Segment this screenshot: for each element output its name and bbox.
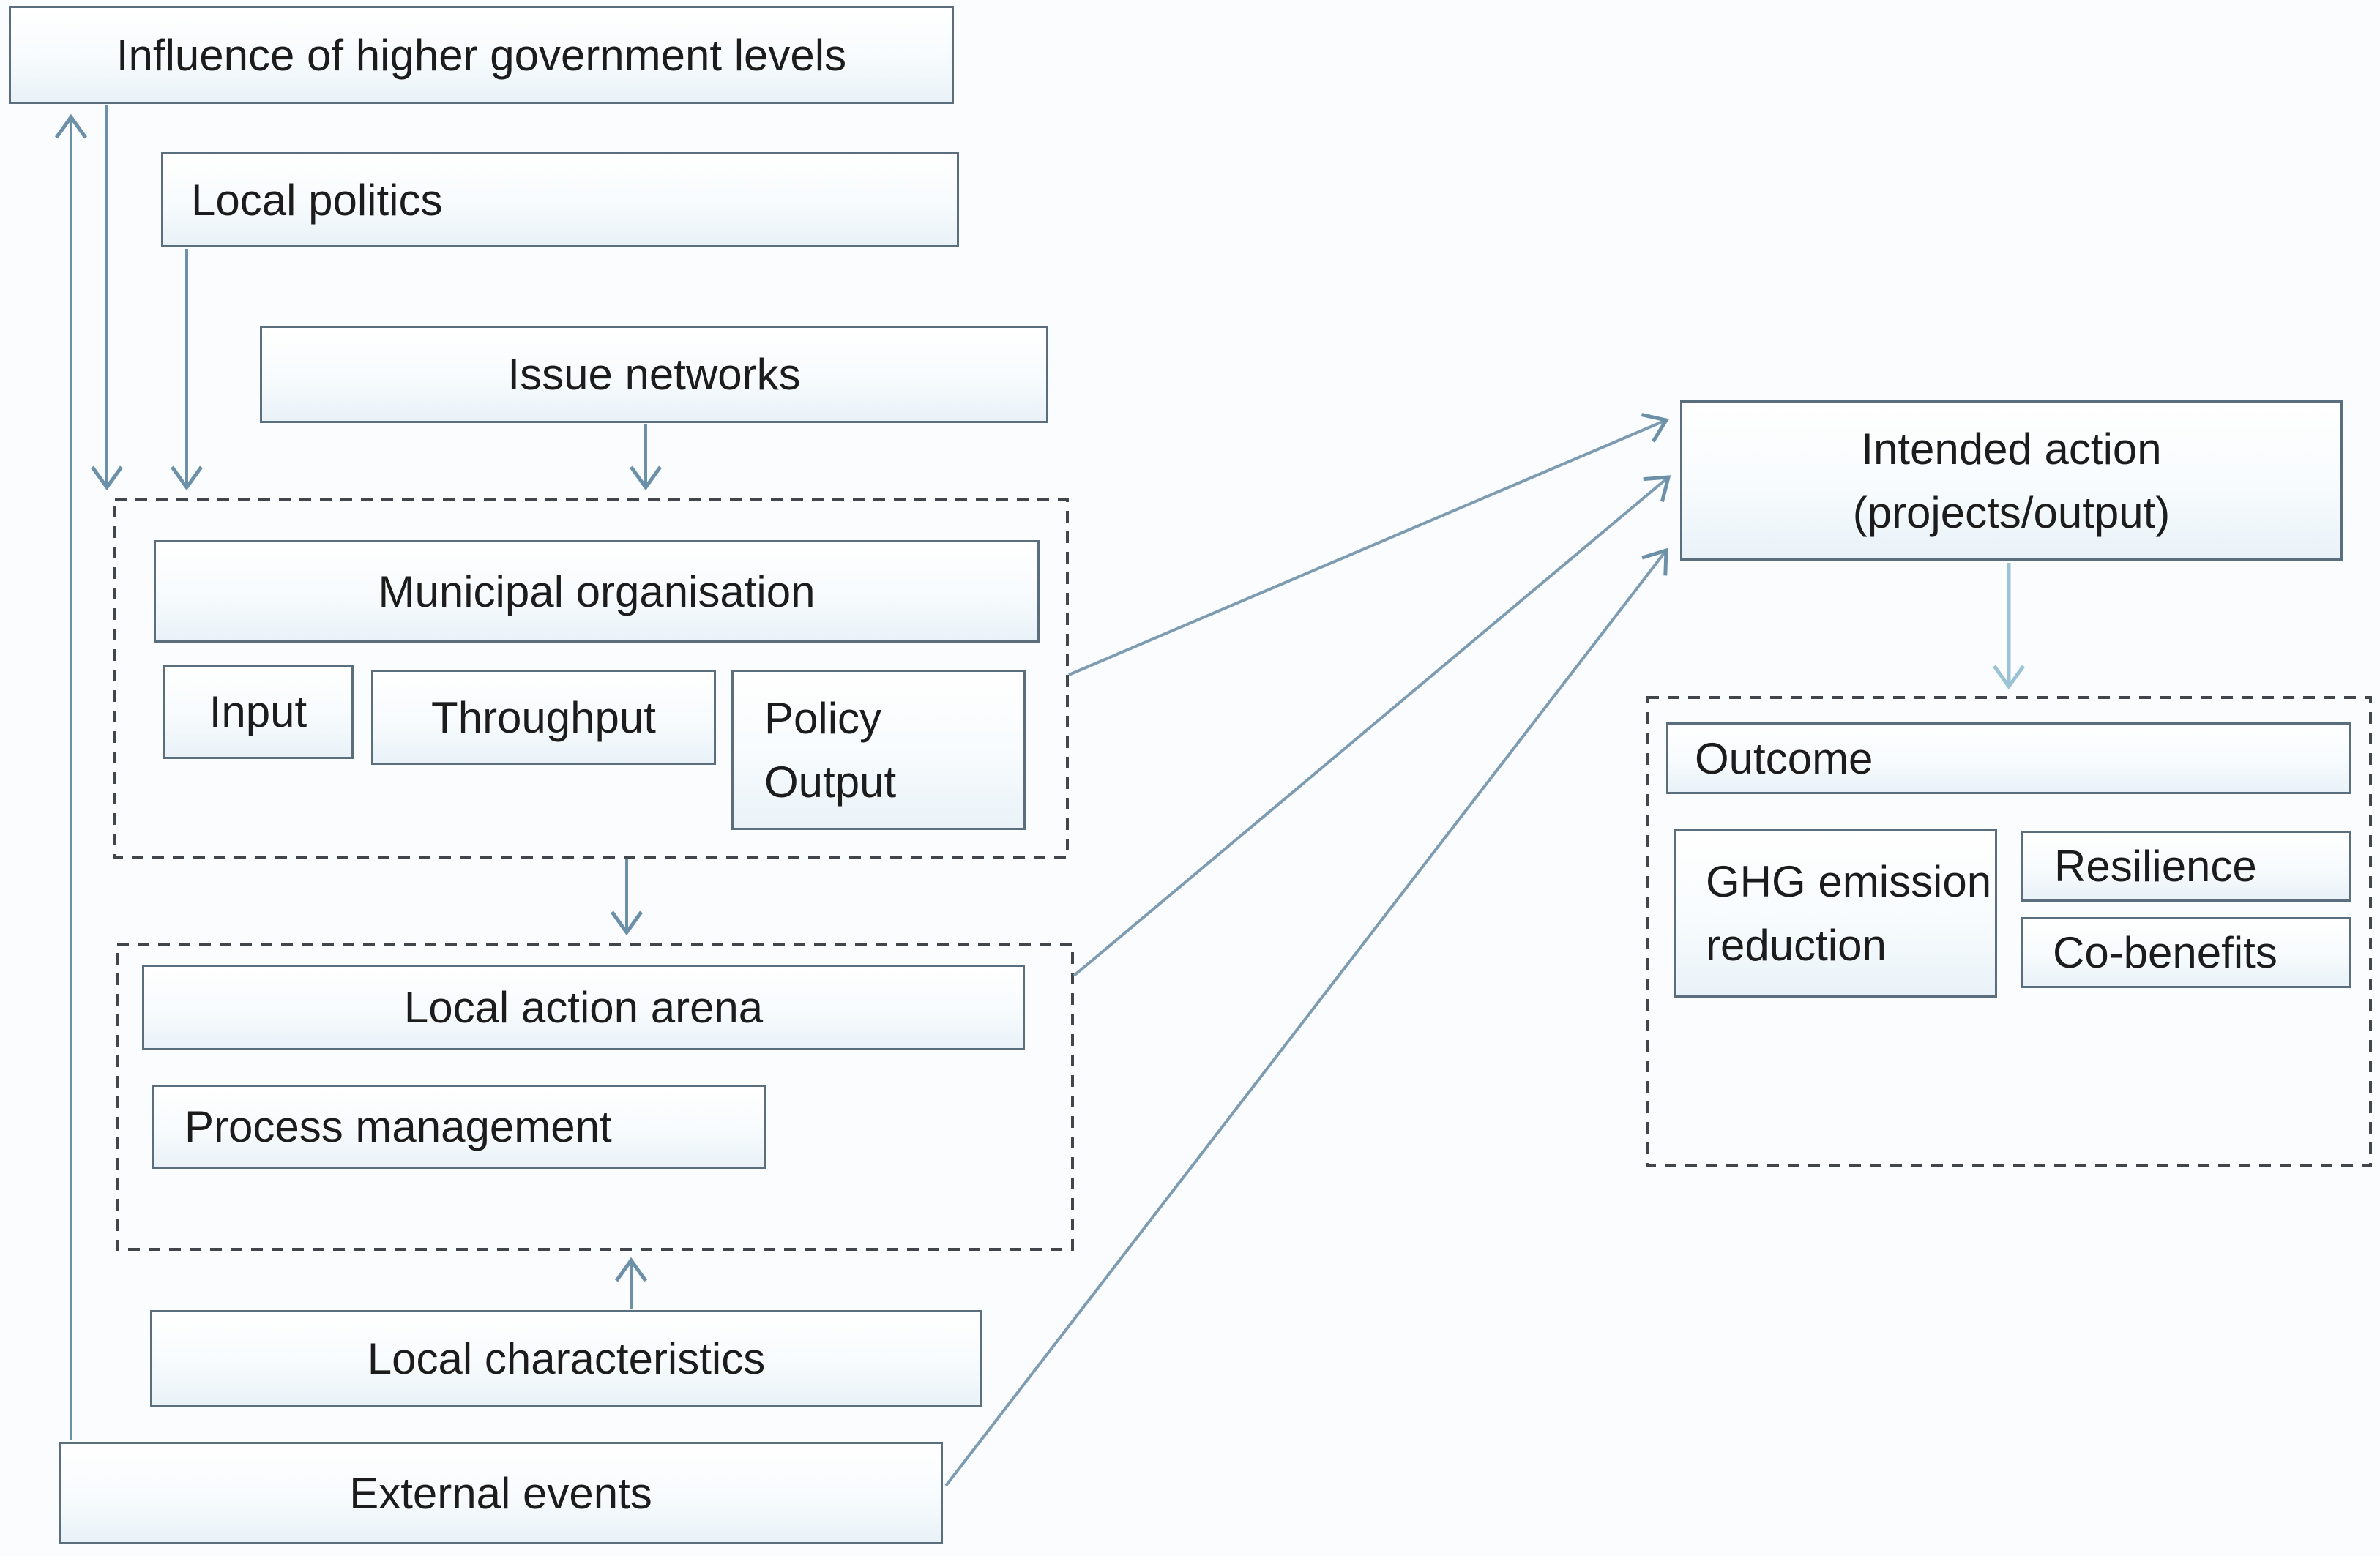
box-ghg-emission-reduction: GHG emission reduction bbox=[1674, 829, 1997, 998]
box-label: Throughput bbox=[431, 692, 656, 742]
arrow-local-action-group-to-intended-action bbox=[1073, 475, 1671, 977]
box-input: Input bbox=[163, 665, 354, 759]
arrow-municipal-group-to-intended-action bbox=[1068, 413, 1669, 676]
box-external-events: External events bbox=[59, 1442, 943, 1544]
box-co-benefits: Co-benefits bbox=[2021, 917, 2351, 988]
box-label: Input bbox=[209, 687, 307, 736]
box-process-management: Process management bbox=[152, 1085, 766, 1169]
box-outcome: Outcome bbox=[1666, 722, 2351, 794]
box-local-politics: Local politics bbox=[161, 152, 959, 247]
box-label: Process management bbox=[184, 1102, 612, 1151]
box-label: Local characteristics bbox=[367, 1334, 766, 1383]
box-label: External events bbox=[349, 1468, 652, 1518]
box-intended-action: Intended action (projects/output) bbox=[1680, 400, 2343, 561]
box-issue-networks: Issue networks bbox=[260, 326, 1048, 423]
intended-action-line2: (projects/output) bbox=[1852, 487, 2171, 537]
box-label: Municipal organisation bbox=[378, 566, 816, 616]
box-label: Local action arena bbox=[403, 983, 764, 1032]
box-label: GHG emission reduction bbox=[1706, 857, 1992, 970]
box-label: Local politics bbox=[191, 175, 443, 225]
box-label: Issue networks bbox=[507, 350, 801, 399]
box-influence-of-higher-government-levels: Influence of higher government levels bbox=[9, 6, 954, 104]
box-label: Policy Output bbox=[764, 693, 897, 807]
intended-action-line1: Intended action bbox=[1861, 424, 2162, 474]
box-label: Resilience bbox=[2054, 842, 2257, 891]
box-label: Intended action (projects/output) bbox=[1853, 417, 2171, 545]
box-local-action-arena: Local action arena bbox=[142, 965, 1025, 1050]
box-throughput: Throughput bbox=[371, 670, 716, 765]
box-label: Outcome bbox=[1695, 733, 1873, 783]
box-local-characteristics: Local characteristics bbox=[150, 1310, 982, 1407]
box-municipal-organisation: Municipal organisation bbox=[154, 540, 1040, 643]
box-label: Influence of higher government levels bbox=[116, 30, 847, 80]
box-resilience: Resilience bbox=[2021, 831, 2351, 902]
box-policy-output: Policy Output bbox=[731, 670, 1026, 830]
box-label: Co-benefits bbox=[2053, 928, 2278, 977]
arrow-external-events-to-intended-action bbox=[944, 547, 1668, 1487]
